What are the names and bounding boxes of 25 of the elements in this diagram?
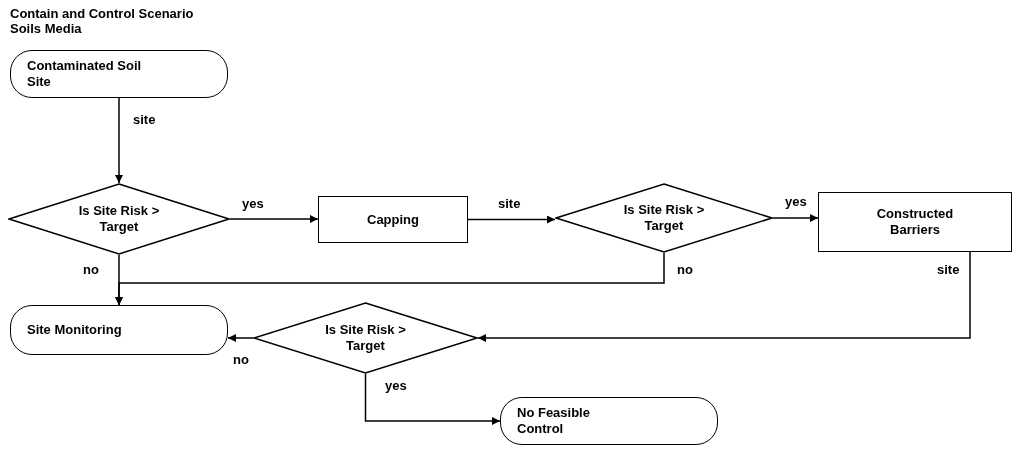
arrow	[115, 97, 123, 184]
terminal-box	[10, 50, 228, 98]
edge-label: site	[132, 112, 157, 127]
process-box	[318, 196, 468, 243]
process-box	[818, 192, 1012, 252]
node-text: Contaminated Soil Site	[27, 58, 143, 90]
arrow	[227, 334, 254, 342]
arrow	[477, 251, 971, 342]
arrow	[115, 252, 665, 306]
node-text: Site Monitoring	[27, 322, 123, 338]
node-text: Is Site Risk > Target	[77, 203, 161, 235]
arrow	[467, 215, 556, 224]
terminal-box	[10, 305, 228, 355]
node-text: No Feasible Control	[517, 405, 591, 437]
node-text: Is Site Risk > Target	[324, 322, 407, 354]
node-text: Is Site Risk > Target	[622, 202, 706, 234]
arrow	[229, 215, 319, 223]
edge-label: site	[936, 262, 961, 277]
arrow	[364, 373, 501, 425]
title: Contain and Control Scenario Soils Media	[10, 6, 195, 36]
node-text: Constructed Barriers	[875, 206, 955, 238]
edge-label: site	[497, 196, 522, 211]
terminal-box	[500, 397, 718, 445]
node-text: Capping	[366, 211, 420, 228]
arrow	[772, 214, 819, 222]
